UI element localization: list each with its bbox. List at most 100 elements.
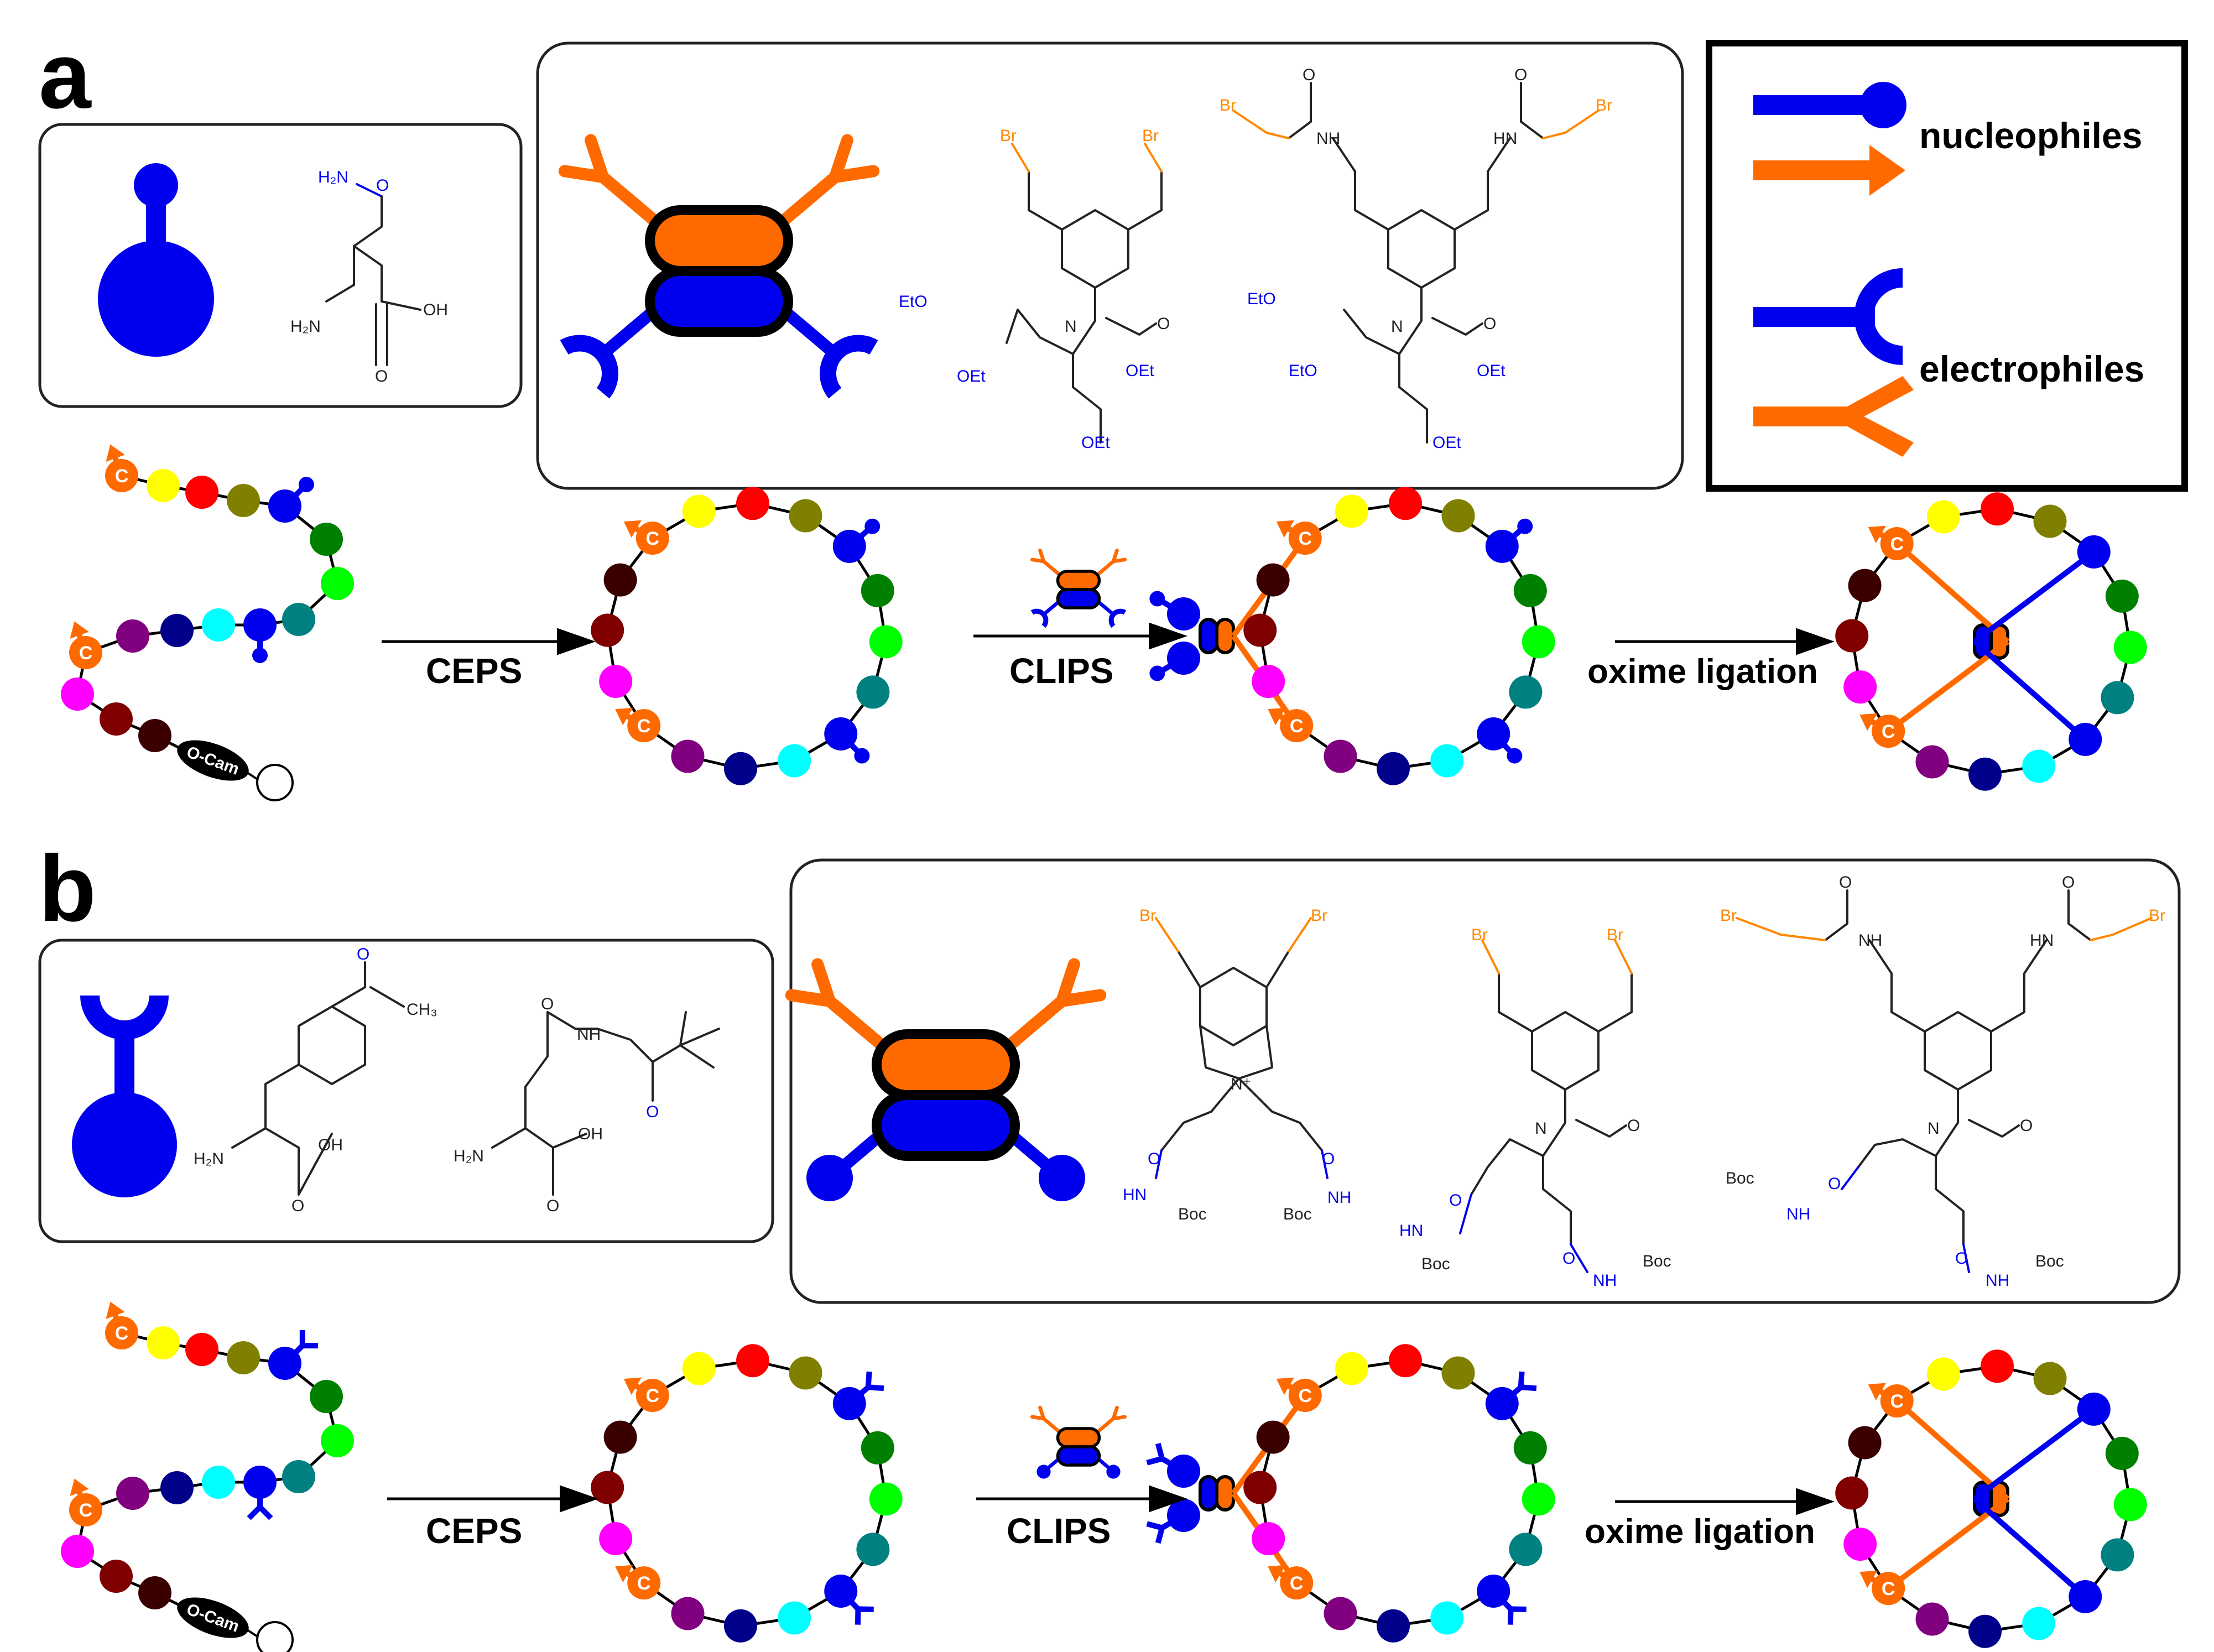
residue-bead <box>1915 745 1949 779</box>
residue-bead <box>671 1597 705 1630</box>
residue-bead <box>861 574 894 607</box>
residue-bead <box>2069 1580 2102 1613</box>
residue-bead <box>2077 1392 2111 1426</box>
chem-label-nplus: N⁺ <box>1231 1075 1252 1093</box>
residue-bead <box>603 563 637 597</box>
residue-bead <box>599 1522 633 1556</box>
residue-bead <box>682 1352 716 1385</box>
residue-bead <box>1430 744 1464 778</box>
chem-label-n: N <box>1535 1119 1547 1138</box>
residue-bead <box>1980 492 2014 526</box>
electrophile-residue-icon <box>72 996 177 1197</box>
legend-nucleophile-orange-icon <box>1753 145 1905 196</box>
cysteine-residue: C <box>69 621 102 669</box>
chem-label-h2n: H₂N <box>290 317 321 336</box>
residue-bead <box>1968 757 2002 791</box>
chem-label-o: O <box>1449 1191 1462 1210</box>
residue-bead <box>2033 1362 2067 1395</box>
electrophile-bead <box>1485 1371 1537 1420</box>
scaffold-icon-nucleophile <box>785 958 1107 1201</box>
residue-bead <box>1377 1609 1410 1643</box>
residue-bead <box>227 484 260 517</box>
chem-label-br: Br <box>1471 926 1488 944</box>
residue-bead <box>160 614 194 647</box>
residue-bead <box>160 1471 194 1504</box>
chem-label-n: N <box>1391 317 1403 336</box>
chem-label-n: N <box>1065 317 1077 336</box>
residue-bead <box>282 1460 315 1493</box>
electrophile-bead <box>1477 1574 1527 1625</box>
cysteine-label: C <box>115 466 129 487</box>
residue-bead <box>116 619 149 653</box>
residue-bead <box>856 675 890 709</box>
nucleophile-bead <box>832 518 881 563</box>
cysteine-residue: C <box>1268 707 1314 743</box>
chem-label-oh: OH <box>578 1125 603 1143</box>
cysteine-label: C <box>79 643 93 664</box>
legend-nucleophiles-label: nucleophiles <box>1919 115 2142 156</box>
residue-bead <box>869 1482 903 1516</box>
residue-bead <box>227 1341 260 1374</box>
chem-label-oet: OEt <box>1126 362 1154 380</box>
residue-bead <box>1843 670 1877 704</box>
nucleophile-bead <box>243 608 277 663</box>
cyclic-peptide-ceps: CC <box>591 1344 903 1643</box>
residue-bead <box>1509 1533 1543 1566</box>
residue-bead <box>1256 1420 1290 1454</box>
nucleophile-bead <box>1149 591 1200 630</box>
residue-bead <box>310 1380 343 1413</box>
chem-label-br: Br <box>1139 906 1156 925</box>
chem-label-h2n: H₂N <box>318 168 348 186</box>
cysteine-residue: C <box>1868 525 1914 561</box>
residue-bead <box>2069 722 2102 756</box>
electrophile-bead <box>268 1330 319 1380</box>
chem-label-br: Br <box>1220 96 1236 114</box>
chem-label-boc: Boc <box>1643 1252 1671 1270</box>
cysteine-residue: C <box>105 444 138 492</box>
residue-bead <box>147 1326 180 1359</box>
residue-bead <box>1324 1597 1357 1630</box>
residue-bead <box>61 678 94 711</box>
residue-bead <box>2101 1538 2134 1572</box>
electrophile-bead <box>1146 1499 1200 1544</box>
chem-label-o: O <box>1483 315 1496 333</box>
cysteine-residue: C <box>1276 520 1322 555</box>
scaffold-structure-b3: Br Br O O NH HN O N O NH Boc O NH Boc <box>1720 873 2165 1290</box>
residue-bead <box>1843 1528 1877 1561</box>
residue-bead <box>2101 681 2134 715</box>
scaffold-structure-b2: Br Br O N O HN Boc O NH Boc <box>1399 926 1671 1290</box>
residue-bead <box>869 625 903 659</box>
residue-bead <box>2113 630 2147 664</box>
chem-label-boc: Boc <box>1178 1205 1207 1223</box>
chem-label-oet: OEt <box>1477 362 1505 380</box>
chem-label-n: N <box>1928 1119 1940 1138</box>
residue-bead <box>100 702 133 736</box>
chem-label-o: O <box>375 367 388 385</box>
chem-label-oh: OH <box>318 1136 343 1154</box>
chem-label-br: Br <box>1720 906 1737 925</box>
legend-electrophile-orange-icon <box>1753 376 1914 457</box>
cysteine-label: C <box>1882 1578 1895 1599</box>
residue-bead <box>2022 1607 2056 1640</box>
scaffold-structure-a2: Br Br O O NH HN O N EtO EtO OEt OEt <box>1220 66 1612 452</box>
legend-electrophile-blue-icon <box>1753 268 1903 365</box>
cysteine-residue: C <box>623 1377 669 1413</box>
residue-bead <box>116 1477 149 1510</box>
step-label-clips-b: CLIPS <box>1007 1511 1111 1551</box>
residue-bead <box>603 1420 637 1454</box>
residue-bead <box>1441 499 1475 533</box>
legend-electrophiles-label: electrophiles <box>1919 348 2144 389</box>
box-a-aminoacid <box>38 123 523 408</box>
chem-label-h2n: H₂N <box>454 1147 484 1165</box>
cysteine-label: C <box>1890 1391 1904 1412</box>
scaffold-structure-a1: Br Br O N EtO OEt OEt OEt <box>899 127 1170 452</box>
residue-bead <box>789 1356 822 1390</box>
chem-label-nh: NH <box>1858 931 1882 950</box>
electrophile-bead <box>1146 1442 1200 1488</box>
residue-bead <box>1256 563 1290 597</box>
step-label-ceps-a: CEPS <box>426 651 522 691</box>
residue-bead <box>1522 1482 1555 1516</box>
residue-bead <box>1835 1476 1869 1510</box>
chem-label-boc: Boc <box>1421 1255 1450 1273</box>
residue-bead <box>591 1471 624 1504</box>
